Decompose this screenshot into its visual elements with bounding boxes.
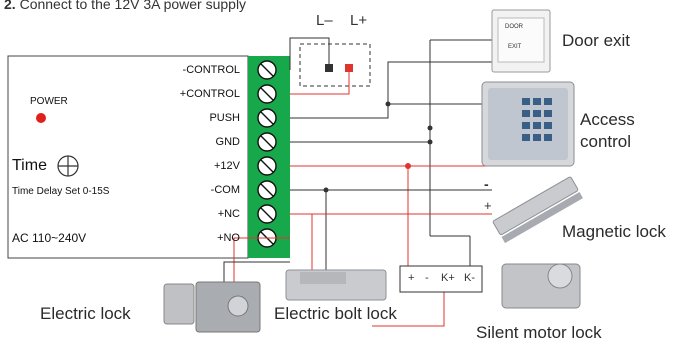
step-heading: 2. Connect to the 12V 3A power supply bbox=[4, 0, 246, 12]
step-text: Connect to the 12V 3A power supply bbox=[19, 0, 247, 12]
supply-minus-label: L– bbox=[316, 12, 333, 29]
terminal-label: -COM bbox=[210, 184, 240, 196]
exit-button-text: EXIT bbox=[508, 44, 522, 50]
power-led bbox=[36, 113, 46, 123]
electric-lock-label: Electric lock bbox=[40, 304, 131, 323]
silent-motor-lock-label: Silent motor lock bbox=[476, 323, 602, 342]
electric-lock-strike bbox=[163, 283, 195, 325]
motor-terminal-label: K+ bbox=[441, 272, 455, 284]
door-exit-label: Door exit bbox=[562, 31, 631, 50]
magnetic-lock-label: Magnetic lock bbox=[562, 222, 666, 241]
time-label: Time bbox=[12, 157, 47, 174]
motor-terminal-label: - bbox=[425, 272, 429, 284]
ac-voltage-label: AC 110~240V bbox=[12, 231, 87, 245]
door-button-text: DOOR bbox=[505, 24, 523, 30]
time-delay-label: Time Delay Set 0-15S bbox=[12, 186, 110, 197]
motor-terminal-label: K- bbox=[464, 272, 475, 284]
power-supply-box bbox=[299, 43, 371, 87]
terminal-label: +NO bbox=[217, 232, 240, 244]
magnetic-minus: - bbox=[484, 176, 489, 192]
motor-terminal-label: + bbox=[408, 272, 415, 284]
motor-terminal-box bbox=[399, 265, 483, 293]
terminal-label: GND bbox=[215, 136, 240, 148]
terminal-label: +CONTROL bbox=[179, 88, 240, 100]
terminal-label: PUSH bbox=[209, 112, 240, 124]
access-label-line1: Access bbox=[580, 110, 635, 129]
terminal-label: +NC bbox=[217, 208, 240, 220]
magnetic-plus: + bbox=[484, 198, 492, 213]
access-label-line2: control bbox=[580, 132, 632, 151]
supply-plus-label: L+ bbox=[350, 12, 368, 29]
terminal-label: +12V bbox=[214, 160, 240, 172]
controller-box bbox=[7, 55, 249, 259]
power-label: POWER bbox=[30, 96, 68, 107]
terminal-label: -CONTROL bbox=[182, 64, 240, 76]
magnetic-lock-device bbox=[492, 176, 583, 244]
electric-bolt-lock-label: Electric bolt lock bbox=[274, 304, 397, 323]
keypad-keys bbox=[522, 98, 552, 141]
step-number: 2. bbox=[4, 0, 16, 12]
